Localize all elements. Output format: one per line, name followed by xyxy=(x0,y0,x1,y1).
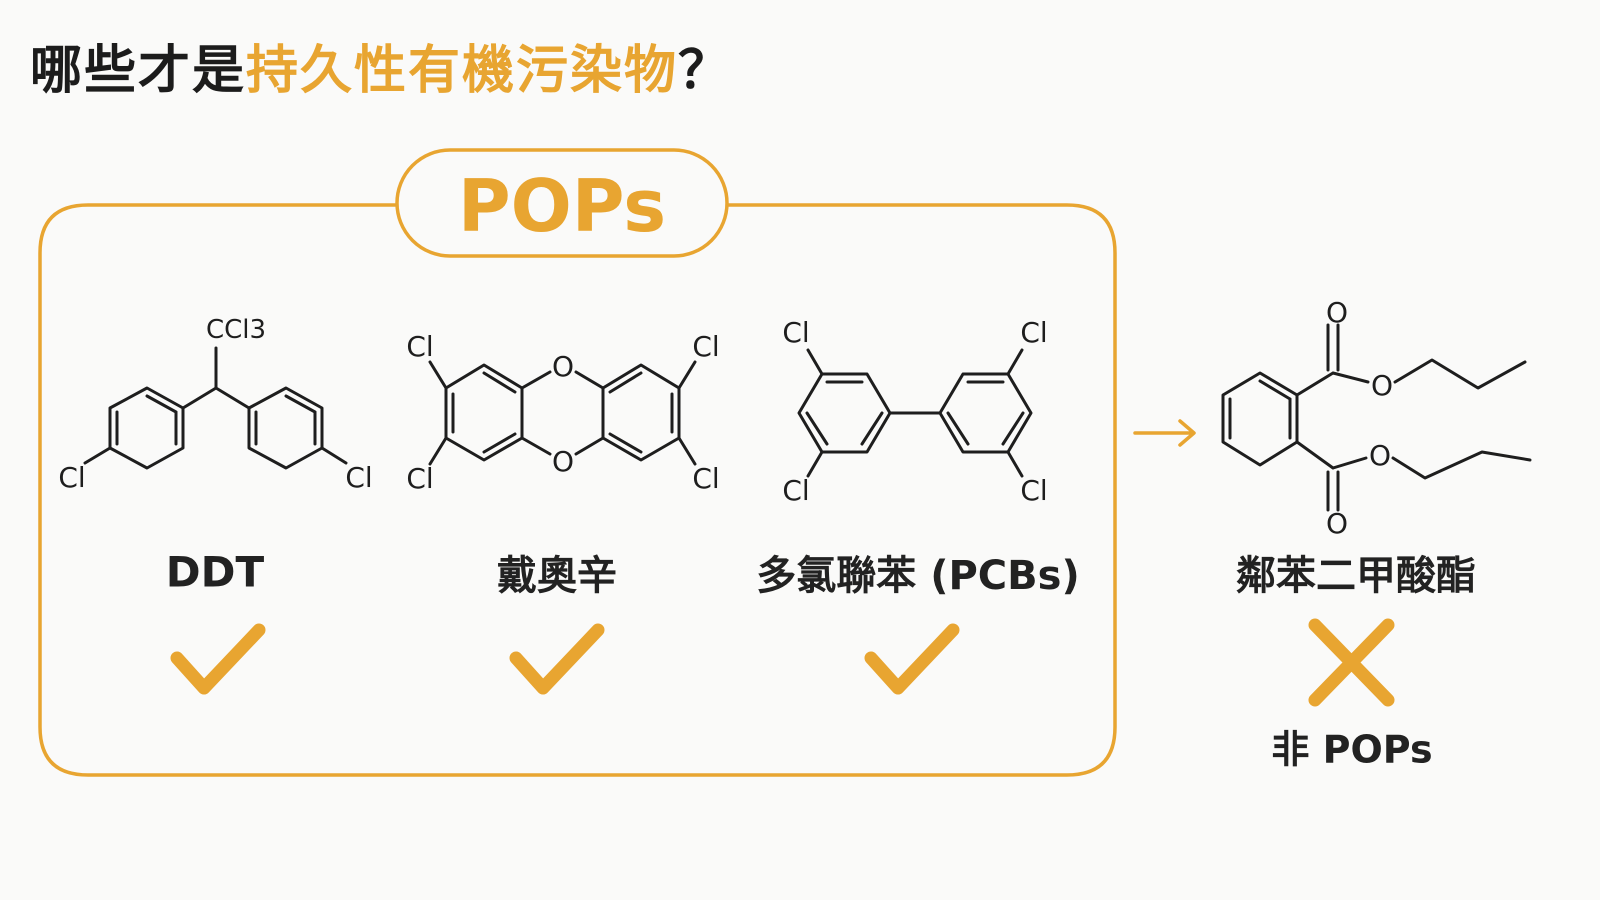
dioxin-bonds xyxy=(428,360,697,466)
pcb-left-ring xyxy=(797,372,892,454)
phthalate-lower-ester xyxy=(1295,440,1532,512)
cross-icon xyxy=(1308,618,1395,707)
dioxin-cl-bottom-right: Cl xyxy=(692,462,719,495)
pcb-right-ring xyxy=(938,372,1033,454)
non-pops-label: 非 POPs xyxy=(1271,727,1433,772)
title-prefix: 哪些才是 xyxy=(30,41,247,101)
ddt-left-ring-inner xyxy=(115,394,178,446)
ddt-cl-left: Cl xyxy=(58,461,85,494)
dioxin-right-ring-inner xyxy=(608,371,674,454)
phthalate-structure xyxy=(1221,323,1532,512)
ddt-bonds xyxy=(83,346,348,465)
title-highlight: 持久性有機污染物 xyxy=(246,41,679,101)
phthalate-ring xyxy=(1221,371,1299,467)
phthalate-ring-inner xyxy=(1228,379,1292,440)
arrow-right-icon xyxy=(1133,419,1196,447)
dioxin-structure xyxy=(428,360,697,466)
check-icon xyxy=(170,623,266,695)
pcb-left-ring-inner xyxy=(805,380,884,446)
dioxin-o-top: O xyxy=(552,350,574,383)
pcb-cl-bottom-right: Cl xyxy=(1020,474,1047,507)
compound-name-ddt: DDT xyxy=(165,547,265,597)
pcb-cl-top-left: Cl xyxy=(782,316,809,349)
pcb-structure xyxy=(797,348,1033,478)
phthalate-o-carbonyl-bottom: O xyxy=(1326,507,1348,540)
title-suffix: ？ xyxy=(678,41,733,101)
ddt-right-ring-inner xyxy=(254,394,317,446)
ddt-right-ring xyxy=(247,386,324,470)
pops-label: POPs xyxy=(458,164,666,248)
compound-name-pcb: 多氯聯苯 (PCBs) xyxy=(756,553,1080,599)
pops-label-pill xyxy=(395,148,729,258)
pcb-cl-top-right: Cl xyxy=(1020,316,1047,349)
page-title: 哪些才是持久性有機污染物？ xyxy=(30,28,732,103)
phthalate-o-ester-top: O xyxy=(1371,369,1393,402)
dioxin-cl-bottom-left: Cl xyxy=(406,462,433,495)
dioxin-o-bottom: O xyxy=(552,445,574,478)
phthalate-upper-ester xyxy=(1295,323,1527,397)
phthalate-o-ester-bottom: O xyxy=(1369,439,1391,472)
pops-group-frame xyxy=(38,203,1117,777)
compound-name-phthalate: 鄰苯二甲酸酯 xyxy=(1236,553,1476,599)
dioxin-cl-top-right: Cl xyxy=(692,330,719,363)
phthalate-o-carbonyl-top: O xyxy=(1326,296,1348,329)
compound-name-dioxin: 戴奧辛 xyxy=(497,553,617,599)
pcb-right-ring-inner xyxy=(946,380,1025,446)
ddt-structure xyxy=(83,346,348,470)
check-icon xyxy=(864,623,960,695)
dioxin-right-ring xyxy=(601,363,681,462)
pcb-bonds xyxy=(806,348,1024,478)
dioxin-left-ring-inner xyxy=(451,371,517,454)
pcb-cl-bottom-left: Cl xyxy=(782,474,809,507)
ddt-left-ring xyxy=(108,386,185,470)
check-icon xyxy=(509,623,605,695)
dioxin-cl-top-left: Cl xyxy=(406,330,433,363)
ddt-ccl3-label: CCl3 xyxy=(206,315,266,345)
dioxin-left-ring xyxy=(444,363,524,462)
ddt-cl-right: Cl xyxy=(345,461,372,494)
